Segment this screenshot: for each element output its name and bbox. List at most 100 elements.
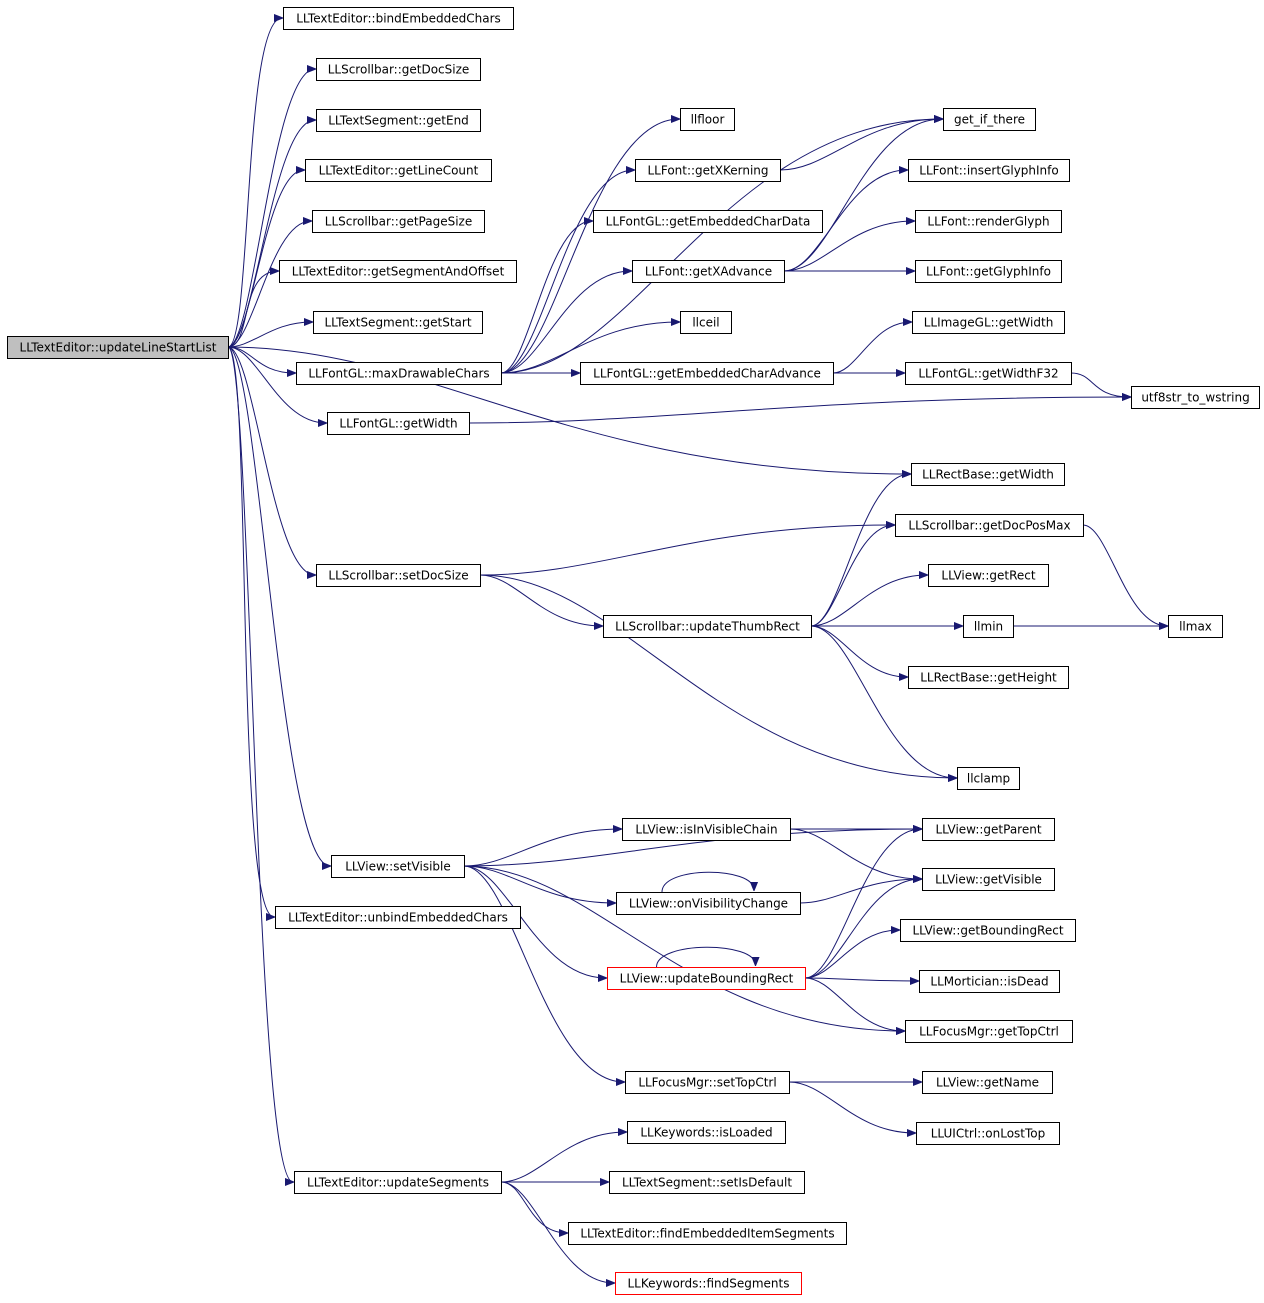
node-box[interactable]: [1131, 386, 1260, 409]
node-isInVisibleChain[interactable]: LLView::isInVisibleChain: [622, 818, 791, 841]
node-box[interactable]: [603, 615, 812, 638]
node-setVisible[interactable]: LLView::setVisible: [331, 855, 465, 878]
node-box[interactable]: [922, 818, 1055, 841]
node-root[interactable]: LLTextEditor::updateLineStartList: [7, 336, 229, 359]
node-box[interactable]: [1168, 615, 1223, 638]
node-getXAdvance[interactable]: LLFont::getXAdvance: [632, 260, 785, 283]
node-box[interactable]: [908, 159, 1070, 182]
node-getName[interactable]: LLView::getName: [922, 1071, 1053, 1094]
node-setDocSize[interactable]: LLScrollbar::setDocSize: [316, 564, 481, 587]
node-box[interactable]: [616, 892, 801, 915]
node-teGetLineCount[interactable]: LLTextEditor::getLineCount: [305, 159, 492, 182]
node-box[interactable]: [625, 1071, 790, 1094]
node-rectBaseGetHeight[interactable]: LLRectBase::getHeight: [908, 666, 1069, 689]
node-box[interactable]: [316, 58, 481, 81]
node-box[interactable]: [680, 108, 735, 131]
node-teGetSegmentAndOffset[interactable]: LLTextEditor::getSegmentAndOffset: [279, 260, 517, 283]
node-llclamp[interactable]: llclamp: [957, 767, 1020, 790]
node-tsGetEnd[interactable]: LLTextSegment::getEnd: [316, 109, 481, 132]
node-setIsDefault[interactable]: LLTextSegment::setIsDefault: [609, 1171, 805, 1194]
node-box[interactable]: [316, 564, 481, 587]
node-box[interactable]: [922, 868, 1055, 891]
node-box[interactable]: [912, 311, 1065, 334]
node-box[interactable]: [312, 210, 485, 233]
node-rectBaseGetWidth[interactable]: LLRectBase::getWidth: [911, 463, 1065, 486]
node-bindEmbeddedChars[interactable]: LLTextEditor::bindEmbeddedChars: [283, 7, 514, 30]
node-box[interactable]: [568, 1222, 847, 1245]
node-box[interactable]: [609, 1171, 805, 1194]
node-sbGetDocSize[interactable]: LLScrollbar::getDocSize: [316, 58, 481, 81]
node-getDocPosMax[interactable]: LLScrollbar::getDocPosMax: [895, 514, 1084, 537]
node-utf8strToWstring[interactable]: utf8str_to_wstring: [1131, 386, 1260, 409]
node-box[interactable]: [900, 919, 1076, 942]
node-imageGLGetWidth[interactable]: LLImageGL::getWidth: [912, 311, 1065, 334]
node-llfloor[interactable]: llfloor: [680, 108, 735, 131]
node-box[interactable]: [632, 260, 785, 283]
node-box[interactable]: [905, 1020, 1073, 1043]
node-onVisibilityChange[interactable]: LLView::onVisibilityChange: [616, 892, 801, 915]
node-box[interactable]: [911, 463, 1065, 486]
node-box[interactable]: [963, 615, 1014, 638]
node-updateThumbRect[interactable]: LLScrollbar::updateThumbRect: [603, 615, 812, 638]
node-updateBoundingRect[interactable]: LLView::updateBoundingRect: [607, 967, 806, 990]
node-llmin[interactable]: llmin: [963, 615, 1014, 638]
node-box[interactable]: [928, 564, 1049, 587]
node-updateSegments[interactable]: LLTextEditor::updateSegments: [294, 1171, 502, 1194]
node-box[interactable]: [580, 362, 834, 385]
node-box[interactable]: [622, 818, 791, 841]
node-box[interactable]: [922, 1071, 1053, 1094]
node-onLostTop[interactable]: LLUICtrl::onLostTop: [916, 1122, 1060, 1145]
node-getVisible[interactable]: LLView::getVisible: [922, 868, 1055, 891]
node-box[interactable]: [943, 108, 1036, 131]
node-box[interactable]: [305, 159, 492, 182]
node-box[interactable]: [593, 210, 823, 233]
node-box[interactable]: [283, 7, 514, 30]
node-box[interactable]: [895, 514, 1084, 537]
node-box[interactable]: [279, 260, 517, 283]
node-box[interactable]: [316, 109, 481, 132]
node-getXKerning[interactable]: LLFont::getXKerning: [635, 159, 781, 182]
node-tsGetStart[interactable]: LLTextSegment::getStart: [313, 311, 483, 334]
node-setTopCtrl[interactable]: LLFocusMgr::setTopCtrl: [625, 1071, 790, 1094]
node-viewGetRect[interactable]: LLView::getRect: [928, 564, 1049, 587]
node-isLoaded[interactable]: LLKeywords::isLoaded: [627, 1121, 786, 1144]
node-box[interactable]: [916, 1122, 1060, 1145]
node-getBoundingRect[interactable]: LLView::getBoundingRect: [900, 919, 1076, 942]
node-box[interactable]: [908, 666, 1069, 689]
node-box[interactable]: [294, 1171, 502, 1194]
node-getEmbeddedCharData[interactable]: LLFontGL::getEmbeddedCharData: [593, 210, 823, 233]
node-getIfThere[interactable]: get_if_there: [943, 108, 1036, 131]
node-getParent[interactable]: LLView::getParent: [922, 818, 1055, 841]
node-findSegments[interactable]: LLKeywords::findSegments: [615, 1272, 802, 1295]
node-box[interactable]: [680, 311, 732, 334]
node-getWidthF32[interactable]: LLFontGL::getWidthF32: [905, 362, 1072, 385]
node-box[interactable]: [327, 412, 470, 435]
node-getEmbeddedCharAdvance[interactable]: LLFontGL::getEmbeddedCharAdvance: [580, 362, 834, 385]
node-renderGlyph[interactable]: LLFont::renderGlyph: [915, 210, 1062, 233]
node-box[interactable]: [957, 767, 1020, 790]
node-box[interactable]: [313, 311, 483, 334]
node-box[interactable]: [915, 210, 1062, 233]
node-box[interactable]: [7, 336, 229, 359]
node-findEmbeddedItemSegments[interactable]: LLTextEditor::findEmbeddedItemSegments: [568, 1222, 847, 1245]
node-llmax[interactable]: llmax: [1168, 615, 1223, 638]
node-unbindEmbeddedChars[interactable]: LLTextEditor::unbindEmbeddedChars: [275, 906, 521, 929]
node-sbGetPageSize[interactable]: LLScrollbar::getPageSize: [312, 210, 485, 233]
node-insertGlyphInfo[interactable]: LLFont::insertGlyphInfo: [908, 159, 1070, 182]
node-box[interactable]: [919, 970, 1060, 993]
node-box[interactable]: [296, 362, 502, 385]
node-fontGLGetWidth[interactable]: LLFontGL::getWidth: [327, 412, 470, 435]
node-getTopCtrl[interactable]: LLFocusMgr::getTopCtrl: [905, 1020, 1073, 1043]
node-isDead[interactable]: LLMortician::isDead: [919, 970, 1060, 993]
node-box[interactable]: [905, 362, 1072, 385]
node-box[interactable]: [607, 967, 806, 990]
node-box[interactable]: [915, 260, 1062, 283]
node-getGlyphInfo[interactable]: LLFont::getGlyphInfo: [915, 260, 1062, 283]
node-box[interactable]: [635, 159, 781, 182]
node-llceil[interactable]: llceil: [680, 311, 732, 334]
node-box[interactable]: [627, 1121, 786, 1144]
node-box[interactable]: [331, 855, 465, 878]
node-box[interactable]: [615, 1272, 802, 1295]
node-maxDrawableChars[interactable]: LLFontGL::maxDrawableChars: [296, 362, 502, 385]
node-box[interactable]: [275, 906, 521, 929]
